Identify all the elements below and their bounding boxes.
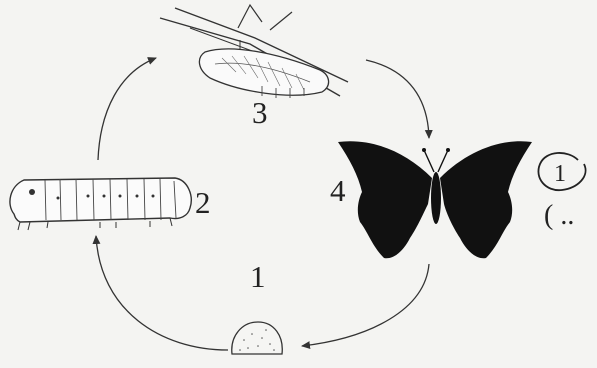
stage-number-3: 3 bbox=[252, 95, 268, 130]
circled-number: 1 bbox=[554, 161, 566, 187]
stage-number-4: 4 bbox=[330, 173, 346, 208]
arrow-adult-to-egg bbox=[302, 264, 429, 346]
corner-label: 1 ( .. bbox=[538, 153, 585, 231]
stage-number-1: 1 bbox=[250, 259, 266, 294]
butterfly-icon bbox=[338, 141, 532, 258]
arrow-larva-to-pupa bbox=[98, 58, 156, 160]
paren-text: ( .. bbox=[544, 200, 574, 231]
arrow-pupa-to-adult bbox=[366, 60, 429, 138]
arrow-egg-to-larva bbox=[96, 236, 228, 350]
caterpillar-icon bbox=[10, 178, 191, 230]
stage-number-2: 2 bbox=[195, 185, 211, 220]
chrysalis-icon bbox=[160, 5, 348, 98]
egg-icon bbox=[232, 322, 282, 354]
